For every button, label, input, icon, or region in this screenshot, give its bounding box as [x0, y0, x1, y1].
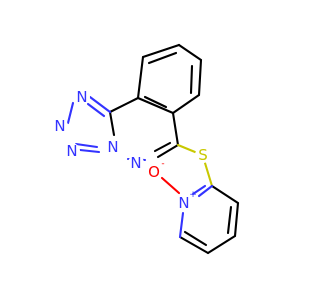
bond-inner: [143, 95, 168, 109]
bond: [171, 93, 201, 115]
bond: [197, 184, 214, 198]
bond: [88, 95, 112, 114]
bond: [233, 201, 240, 238]
benzene-ring: [136, 43, 203, 115]
bond: [136, 96, 175, 115]
bond: [86, 102, 106, 118]
bond: [206, 234, 237, 255]
central-ring: [108, 96, 180, 162]
sulfur-atom: S: [195, 146, 211, 164]
atom-labels: N N N N N S N + O -: [52, 88, 211, 212]
svg-text:N: N: [107, 138, 118, 156]
svg-text:S: S: [198, 146, 208, 164]
positive-charge: +: [189, 190, 197, 200]
bond-inner: [183, 230, 208, 247]
bond: [178, 211, 185, 239]
bond-inner: [153, 141, 172, 153]
bond-inner: [189, 64, 194, 95]
bond: [108, 96, 140, 114]
nitrogen-atom: N: [74, 88, 90, 106]
bond: [74, 142, 99, 149]
bond: [160, 176, 181, 195]
negative-charge: -: [161, 159, 164, 169]
svg-text:N: N: [130, 154, 141, 172]
bond: [136, 55, 145, 100]
bond: [171, 111, 180, 147]
bond-inner: [147, 51, 178, 65]
bond: [177, 43, 203, 62]
bond-inner: [226, 205, 233, 235]
bond: [78, 148, 101, 154]
tetrazole-ring: [66, 95, 112, 154]
bond: [141, 43, 181, 59]
bond: [191, 184, 207, 196]
bond: [197, 58, 203, 97]
nitrogen-oxide-atom: N +: [176, 190, 197, 212]
bond: [210, 184, 240, 205]
svg-text:N: N: [178, 194, 189, 212]
bond: [108, 110, 116, 137]
nitrogen-atom: N: [105, 138, 121, 156]
molecule-structure-diagram: N N N N N S N + O -: [52, 43, 240, 255]
pyridine-n-oxide: [160, 143, 240, 255]
svg-text:N: N: [66, 142, 77, 160]
bond: [178, 235, 210, 255]
oxygen-atom: O -: [146, 159, 165, 181]
svg-text:N: N: [76, 88, 87, 106]
svg-text:N: N: [54, 117, 65, 135]
nitrogen-atom: N: [52, 117, 68, 135]
bond: [203, 161, 214, 188]
svg-text:O: O: [148, 163, 160, 181]
bond: [66, 101, 75, 125]
bond: [176, 143, 197, 154]
nitrogen-atom: N: [128, 154, 144, 172]
nitrogen-atom: N: [64, 142, 80, 160]
bond: [156, 143, 180, 159]
